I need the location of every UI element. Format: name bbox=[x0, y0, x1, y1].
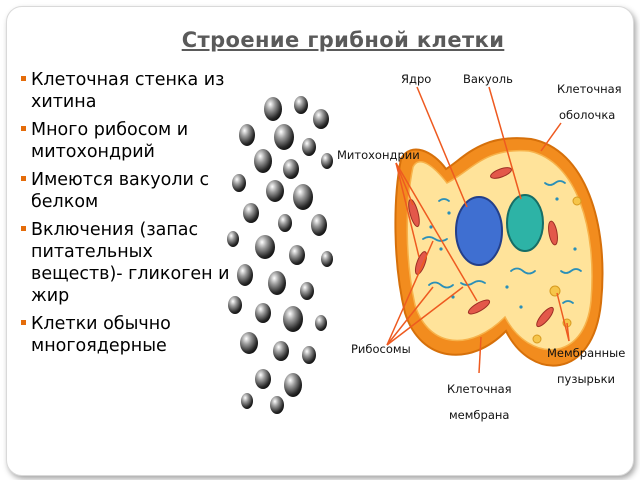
slide: Строение грибной клетки Клеточная стенка… bbox=[6, 6, 634, 476]
bullet-item: Много рибосом и митохондрий bbox=[21, 119, 231, 163]
bullet-marker bbox=[21, 320, 26, 325]
bullet-marker bbox=[21, 76, 26, 81]
label-cell-wall-1: Клеточная bbox=[557, 82, 622, 96]
label-vacuole: Вакуоль bbox=[463, 72, 513, 86]
bullet-item: Включения (запас питательных веществ)- г… bbox=[21, 219, 231, 307]
bullet-text: Много рибосом и митохондрий bbox=[31, 120, 189, 162]
bullet-marker bbox=[21, 226, 26, 231]
label-cell-wall-2: оболочка bbox=[559, 108, 615, 122]
slide-title: Строение грибной клетки bbox=[181, 28, 505, 52]
label-membrane-1: Клеточная bbox=[447, 382, 512, 396]
label-vesicles-2: пузырьки bbox=[557, 372, 615, 386]
vacuole-shape bbox=[506, 194, 544, 252]
mitochondria-shapes bbox=[408, 167, 558, 328]
bullet-marker bbox=[21, 176, 26, 181]
bullet-text: Клеточная стенка из хитина bbox=[31, 70, 225, 112]
leader-lines bbox=[386, 86, 570, 374]
ribosome-dots bbox=[429, 197, 577, 309]
bullet-text: Имеются вакуоли с белком bbox=[31, 170, 210, 212]
bullet-list: Клеточная стенка из хитина Много рибосом… bbox=[21, 69, 231, 363]
ribosome-strands bbox=[422, 180, 582, 304]
label-nucleus: Ядро bbox=[401, 72, 431, 86]
bullet-item: Клеточная стенка из хитина bbox=[21, 69, 231, 113]
bullet-item: Имеются вакуоли с белком bbox=[21, 169, 231, 213]
label-ribosomes: Рибосомы bbox=[351, 342, 411, 356]
bullet-marker bbox=[21, 126, 26, 131]
yeast-cells bbox=[227, 96, 333, 414]
bullet-item: Клетки обычно многоядерные bbox=[21, 313, 231, 357]
fungal-cell-diagram: Ядро Вакуоль Клеточная оболочка Митохонд… bbox=[337, 72, 625, 422]
yeast-micrograph bbox=[227, 96, 333, 414]
label-mitochondria: Митохондрии bbox=[337, 148, 420, 162]
label-vesicles-1: Мембранные bbox=[547, 346, 625, 360]
label-membrane-2: мембрана bbox=[449, 408, 509, 422]
bullet-text: Клетки обычно многоядерные bbox=[31, 314, 171, 356]
nucleus-shape bbox=[455, 196, 503, 266]
cytoplasm-shape bbox=[406, 149, 593, 351]
bullet-text: Включения (запас питательных веществ)- г… bbox=[31, 220, 230, 306]
